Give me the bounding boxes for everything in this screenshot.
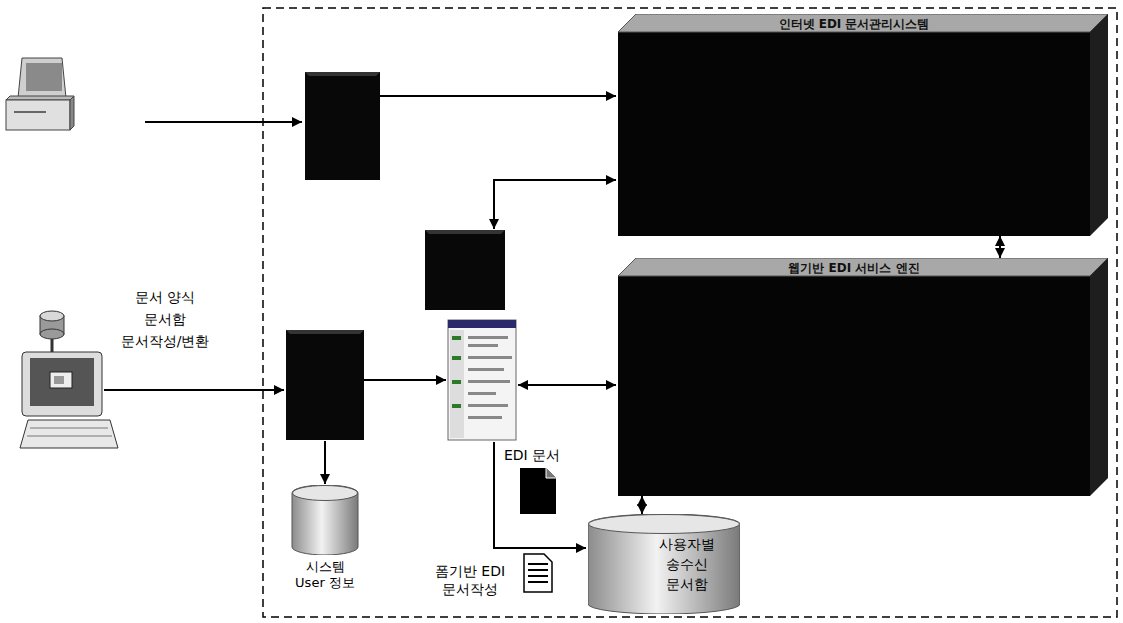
flow-arrow: [324, 441, 326, 484]
flow-arrow: [380, 95, 616, 97]
database-label: 시스템 User 정보: [292, 559, 358, 591]
terminal-icon: [6, 58, 74, 130]
document-icon: [524, 554, 552, 592]
flow-arrow: [518, 384, 616, 386]
boundary-frame: [263, 8, 1117, 617]
flow-arrow: [104, 389, 284, 391]
flow-arrow: [494, 180, 616, 229]
flow-arrow: [364, 379, 446, 381]
annotation-label: EDI 문서: [504, 446, 560, 464]
database-cylinder: 시스템 User 정보: [288, 485, 362, 595]
server-block: [425, 230, 505, 310]
server-block: [305, 72, 380, 180]
annotation-label: 폼기반 EDI 문서작성: [424, 562, 516, 598]
block-title: 웹기반 EDI 서비스 엔진: [618, 261, 1090, 275]
engine-block: 웹기반 EDI 서비스 엔진: [618, 258, 1108, 496]
block-shape: [618, 258, 1108, 496]
database-shape: [288, 485, 362, 555]
annotation-label: 문서함: [144, 310, 186, 328]
system-block: 인터넷 EDI 문서관리시스템: [618, 14, 1108, 236]
annotation-label: 문서 양식: [135, 288, 195, 306]
connector-arrow: [641, 496, 643, 514]
flow-arrow: [145, 121, 302, 123]
document-icon: [520, 468, 556, 514]
server-block: [286, 330, 364, 440]
form-window: [448, 320, 516, 440]
database-label: 사용자별 송수신 문서함: [656, 514, 718, 594]
workstation-icon: [20, 311, 118, 448]
database-shape: [588, 514, 740, 614]
block-title: 인터넷 EDI 문서관리시스템: [618, 17, 1090, 31]
database-cylinder: 사용자별 송수신 문서함: [588, 514, 740, 614]
connector-arrow: [999, 236, 1001, 258]
block-shape: [618, 14, 1108, 236]
annotation-label: 문서작성/변환: [121, 332, 210, 350]
flow-arrow: [494, 442, 586, 548]
